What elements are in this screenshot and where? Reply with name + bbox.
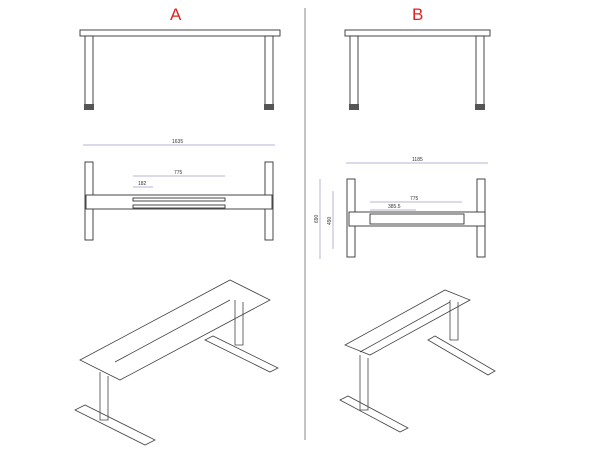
top-view-b: 1185 775 385.5 690 490 — [314, 157, 488, 259]
front-view-a — [79, 29, 281, 110]
iso-view-a — [74, 279, 279, 446]
dim-offset-a: 182 — [138, 181, 147, 187]
dim-beam-span-a: 775 — [174, 170, 183, 176]
dim-outer-depth-b: 690 — [314, 214, 320, 223]
dim-offset-b: 385.5 — [388, 204, 401, 210]
top-view-a: 1635 775 182 — [83, 139, 275, 241]
panel-b-label: B — [412, 5, 423, 24]
panel-b: B 1185 775 385.5 690 490 — [314, 5, 496, 433]
panel-a: A 1635 775 182 — [74, 5, 281, 446]
iso-view-b — [339, 289, 496, 433]
dim-overall-width-a: 1635 — [172, 139, 183, 145]
dim-overall-width-b: 1185 — [412, 157, 423, 163]
dim-beam-span-b: 775 — [410, 196, 419, 202]
dim-inner-depth-b: 490 — [327, 216, 333, 225]
panel-a-label: A — [170, 5, 182, 24]
front-view-b — [344, 29, 491, 110]
